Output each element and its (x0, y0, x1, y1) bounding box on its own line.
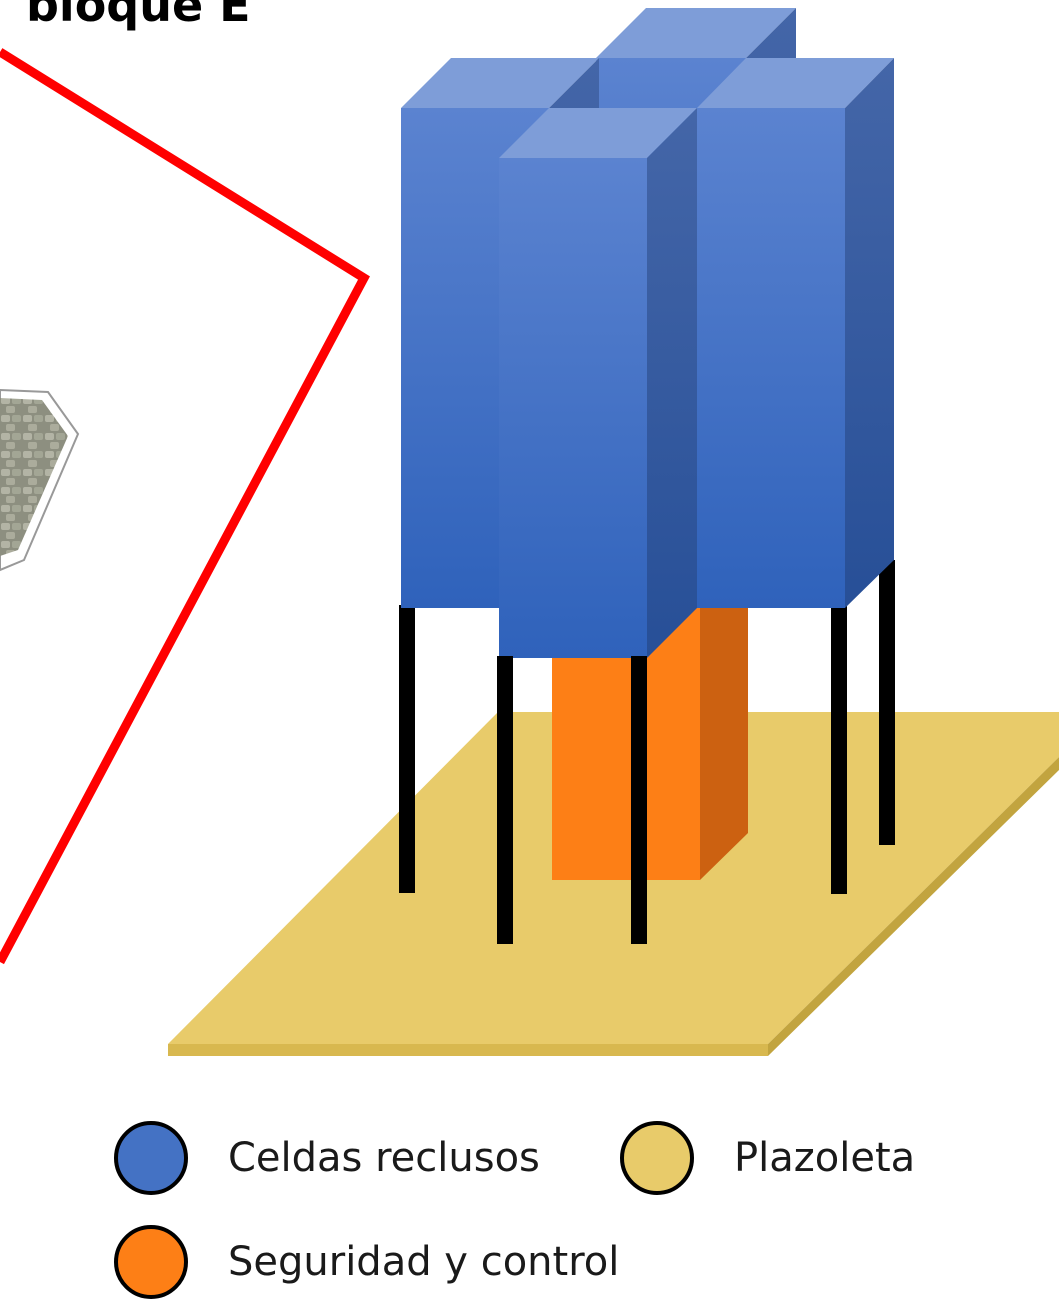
legend-swatch-cells (114, 1121, 188, 1195)
legend-label-security: Seguridad y control (228, 1239, 620, 1285)
pillars-back (399, 560, 895, 894)
legend-label-cells: Celdas reclusos (228, 1135, 540, 1181)
diagram-title: bloque E (26, 0, 251, 32)
legend-label-plaza: Plazoleta (734, 1135, 916, 1181)
legend-item-plaza: Plazoleta (620, 1121, 915, 1195)
legend-item-security: Seguridad y control (114, 1225, 619, 1299)
site-photo (0, 388, 80, 572)
tower-right (697, 58, 894, 608)
tower-front (499, 108, 697, 658)
legend-item-cells: Celdas reclusos (114, 1121, 540, 1195)
legend-swatch-plaza (620, 1121, 694, 1195)
legend-swatch-security (114, 1225, 188, 1299)
site-boundary (0, 48, 370, 965)
pillars-front (497, 656, 647, 944)
